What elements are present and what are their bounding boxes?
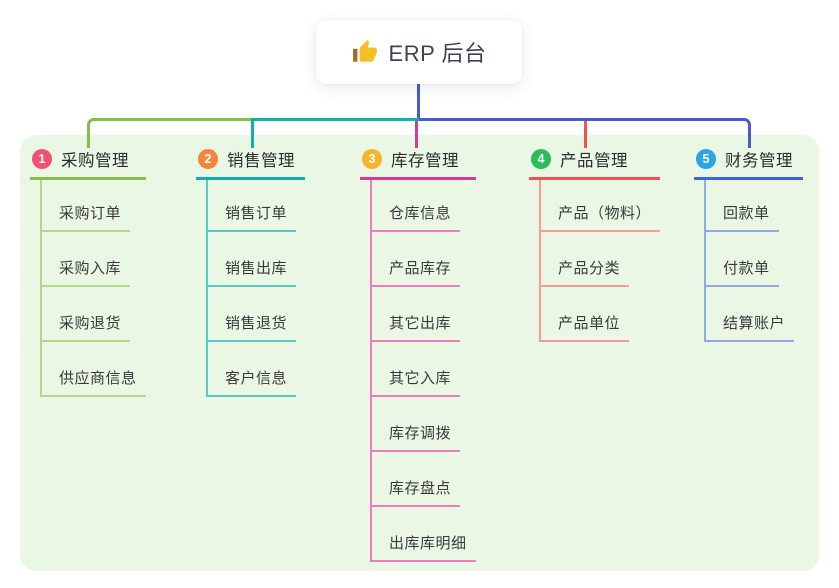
branch-title-node[interactable]: 4 产品管理 — [529, 148, 661, 180]
child-node[interactable]: 销售出库 — [208, 232, 305, 287]
connector-drop-inventory — [415, 121, 418, 148]
branch-title-label: 采购管理 — [61, 152, 129, 170]
child-node-label: 销售出库 — [208, 257, 297, 287]
branch-children: 采购订单采购入库采购退货供应商信息 — [40, 180, 146, 397]
connector-bus-left — [87, 118, 253, 148]
child-node[interactable]: 供应商信息 — [42, 342, 146, 397]
child-node-label: 产品（物料） — [541, 202, 661, 232]
connector-drop-sales — [251, 118, 254, 148]
child-node-label: 库存盘点 — [372, 477, 461, 507]
child-node[interactable]: 产品库存 — [372, 232, 476, 287]
child-node-label: 供应商信息 — [42, 367, 146, 397]
child-node-label: 结算账户 — [706, 312, 795, 342]
child-node[interactable]: 客户信息 — [208, 342, 305, 397]
child-node-label: 其它入库 — [372, 367, 461, 397]
child-node[interactable]: 出库库明细 — [372, 507, 476, 562]
branch-number-badge: 4 — [531, 149, 551, 169]
root-node[interactable]: ERP 后台 — [316, 20, 522, 84]
child-node-label: 采购入库 — [42, 257, 131, 287]
mindmap-panel — [20, 135, 819, 571]
child-node-label: 库存调拨 — [372, 422, 461, 452]
branch-title-label: 产品管理 — [560, 152, 628, 170]
child-node[interactable]: 付款单 — [706, 232, 803, 287]
child-node[interactable]: 其它入库 — [372, 342, 476, 397]
child-node[interactable]: 库存调拨 — [372, 397, 476, 452]
child-node[interactable]: 回款单 — [706, 180, 803, 232]
branch: 2 销售管理 销售订单销售出库销售退货客户信息 — [196, 148, 305, 397]
branch: 1 采购管理 采购订单采购入库采购退货供应商信息 — [30, 148, 146, 397]
child-node[interactable]: 其它出库 — [372, 287, 476, 342]
child-node-label: 回款单 — [706, 202, 779, 232]
child-node[interactable]: 产品单位 — [541, 287, 660, 342]
child-node-label: 采购订单 — [42, 202, 131, 232]
branch-title-node[interactable]: 2 销售管理 — [196, 148, 305, 180]
child-node[interactable]: 采购订单 — [42, 180, 146, 232]
child-node-label: 其它出库 — [372, 312, 461, 342]
branch-children: 回款单付款单结算账户 — [704, 180, 803, 342]
branch-title-node[interactable]: 1 采购管理 — [30, 148, 146, 180]
child-node[interactable]: 库存盘点 — [372, 452, 476, 507]
root-node-label: ERP 后台 — [388, 41, 487, 66]
child-node-label: 客户信息 — [208, 367, 297, 397]
child-node[interactable]: 产品分类 — [541, 232, 660, 287]
child-node-label: 采购退货 — [42, 312, 131, 342]
child-node[interactable]: 销售退货 — [208, 287, 305, 342]
branch-title-node[interactable]: 3 库存管理 — [360, 148, 476, 180]
connector-drop-product — [584, 121, 587, 148]
branch-number-badge: 3 — [362, 149, 382, 169]
child-node-label: 出库库明细 — [372, 532, 476, 562]
child-node-label: 销售订单 — [208, 202, 297, 232]
child-node-label: 产品分类 — [541, 257, 630, 287]
child-node[interactable]: 仓库信息 — [372, 180, 476, 232]
child-node-label: 产品库存 — [372, 257, 461, 287]
branch-title-node[interactable]: 5 财务管理 — [694, 148, 803, 180]
branch-number-badge: 1 — [32, 149, 52, 169]
child-node[interactable]: 采购入库 — [42, 232, 146, 287]
branch-number-badge: 5 — [696, 149, 716, 169]
connector-root-line — [417, 84, 420, 118]
connector-bus-right — [419, 118, 751, 148]
branch: 4 产品管理 产品（物料） 产品分类产品单位 — [529, 148, 661, 342]
child-node[interactable]: 结算账户 — [706, 287, 803, 342]
branch: 3 库存管理 仓库信息产品库存其它出库其它入库库存调拨库存盘点出库库明细 — [360, 148, 476, 562]
branch-title-label: 销售管理 — [227, 152, 295, 170]
child-node[interactable]: 采购退货 — [42, 287, 146, 342]
child-node-label: 付款单 — [706, 257, 779, 287]
child-node[interactable]: 销售订单 — [208, 180, 305, 232]
branch-title-label: 库存管理 — [391, 152, 459, 170]
branch-children: 产品（物料） 产品分类产品单位 — [539, 180, 661, 342]
child-node-label: 产品单位 — [541, 312, 630, 342]
branch-title-label: 财务管理 — [725, 152, 793, 170]
branch-children: 仓库信息产品库存其它出库其它入库库存调拨库存盘点出库库明细 — [370, 180, 476, 562]
child-node-label: 仓库信息 — [372, 202, 461, 232]
child-node[interactable]: 产品（物料） — [541, 180, 661, 232]
child-node-label: 销售退货 — [208, 312, 297, 342]
branch: 5 财务管理 回款单付款单结算账户 — [694, 148, 803, 342]
branch-children: 销售订单销售出库销售退货客户信息 — [206, 180, 305, 397]
thumbs-up-icon — [352, 40, 377, 62]
branch-number-badge: 2 — [198, 149, 218, 169]
connector-bus-mid — [253, 118, 419, 121]
